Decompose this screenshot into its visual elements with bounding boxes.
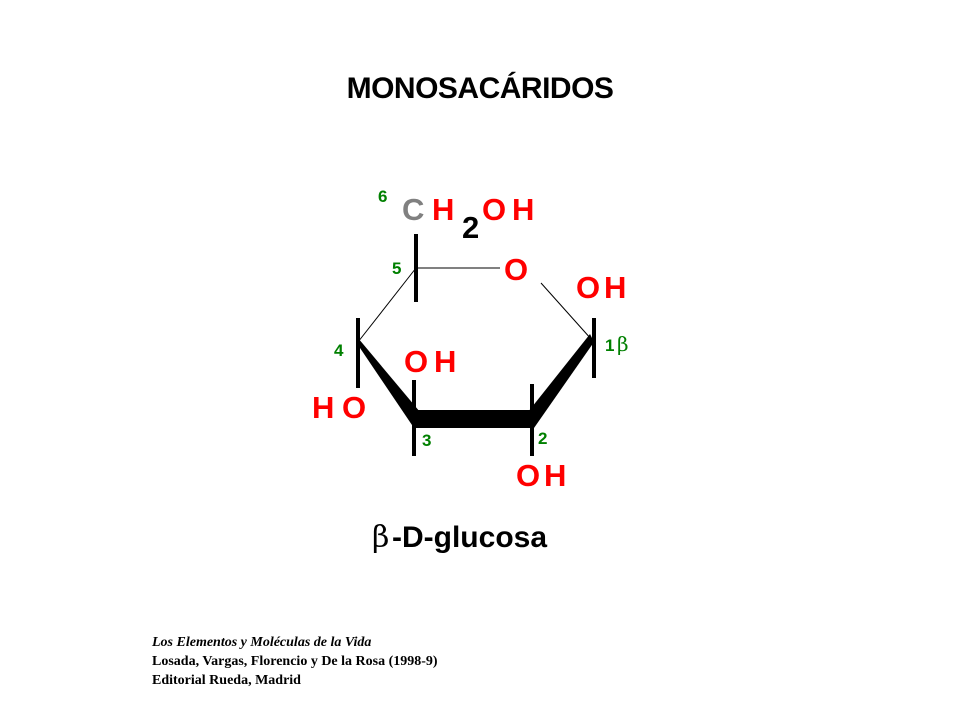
- c4-hydrogen: H: [312, 390, 334, 425]
- c6-subscript: 2: [462, 210, 479, 245]
- carbon-1-beta-symbol: β: [617, 332, 629, 356]
- molecule-name: -D-glucosa: [392, 521, 547, 554]
- bond-c4-c3-wedge: [358, 338, 420, 428]
- carbon-number-2: 2: [538, 429, 547, 448]
- bond-c4-c5: [357, 267, 417, 343]
- c1-hydrogen: H: [604, 270, 626, 305]
- carbon-number-4: 4: [334, 341, 344, 360]
- carbon-number-3: 3: [422, 431, 431, 450]
- c3-oxygen: O: [404, 344, 428, 379]
- carbon-number-1: 1: [605, 336, 614, 355]
- carbon-number-6: 6: [378, 187, 387, 206]
- bond-c2-c1-wedge: [528, 334, 594, 428]
- c4-oxygen: O: [342, 390, 366, 425]
- bond-ring-o-c1: [540, 282, 593, 341]
- c6-carbon: C: [402, 192, 424, 227]
- c2-oxygen: O: [516, 458, 540, 493]
- credits: Los Elementos y Moléculas de la Vida Los…: [152, 633, 438, 690]
- c3-hydrogen: H: [434, 344, 456, 379]
- credits-authors: Losada, Vargas, Florencio y De la Rosa (…: [152, 654, 438, 669]
- credits-publisher: Editorial Rueda, Madrid: [152, 673, 301, 688]
- c6-oh-hydrogen: H: [512, 192, 534, 227]
- c2-hydrogen: H: [544, 458, 566, 493]
- ring-oxygen: O: [504, 252, 528, 287]
- page-title: MONOSACÁRIDOS: [346, 72, 614, 105]
- carbon-number-5: 5: [392, 259, 401, 278]
- bond-c3-c2-thick: [414, 410, 532, 428]
- c1-oxygen: O: [576, 270, 600, 305]
- credits-book-title: Los Elementos y Moléculas de la Vida: [152, 635, 372, 650]
- c6-oxygen: O: [482, 192, 506, 227]
- c6-hydrogen: H: [432, 192, 454, 227]
- molecule-name-beta: β: [372, 520, 389, 555]
